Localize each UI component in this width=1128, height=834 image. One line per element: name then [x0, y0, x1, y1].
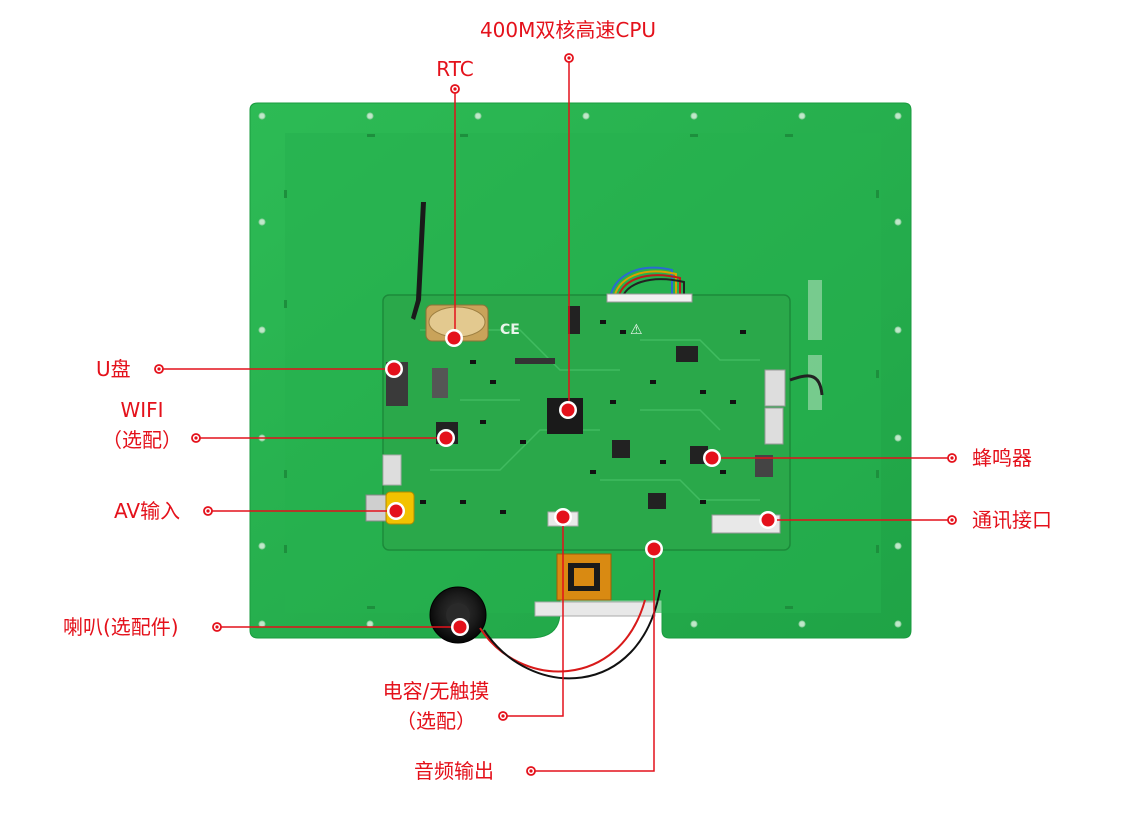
speaker-label-text: 喇叭(选配件)	[63, 615, 179, 639]
touch-label-line1: 电容/无触摸	[382, 679, 490, 703]
audio-label-text: 音频输出	[414, 759, 494, 783]
comm-label-text: 通讯接口	[972, 508, 1052, 532]
speaker-label: 喇叭(选配件)	[63, 614, 179, 640]
audio-target-dot	[645, 540, 663, 558]
av-target-dot	[387, 502, 405, 520]
rtc-battery	[425, 304, 489, 342]
main-controller-board: CE ⚠	[382, 294, 791, 551]
udisk-target-dot	[385, 360, 403, 378]
rtc-target-dot	[445, 329, 463, 347]
rtc-label-text: RTC	[436, 57, 474, 81]
wifi-label-line2: （选配）	[102, 428, 182, 452]
touch-label: 电容/无触摸 （选配）	[377, 678, 495, 734]
target-dots	[385, 329, 777, 636]
audio-label: 音频输出	[414, 758, 494, 784]
touch-label-line2: （选配）	[396, 709, 476, 733]
callout-lines	[159, 58, 952, 772]
buzzer-label-text: 蜂鸣器	[972, 446, 1032, 470]
label-markers	[154, 53, 957, 776]
rtc-label: RTC	[425, 56, 485, 82]
ce-mark: CE	[500, 322, 520, 338]
wifi-label-line1: WIFI	[120, 398, 164, 422]
udisk-label-text: U盘	[96, 357, 131, 381]
top-ribbon-cable	[606, 266, 824, 396]
comm-label: 通讯接口	[972, 507, 1052, 533]
wifi-label: WIFI （选配）	[96, 397, 188, 453]
wifi-antenna	[411, 202, 426, 320]
udisk-label: U盘	[96, 356, 131, 382]
cpu-label-text: 400M双核高速CPU	[479, 18, 657, 42]
av-label-text: AV输入	[114, 499, 181, 523]
touch-target-dot	[554, 508, 572, 526]
wifi-target-dot	[437, 429, 455, 447]
cpu-label: 400M双核高速CPU	[468, 17, 668, 43]
av-label: AV输入	[114, 498, 180, 524]
speaker-target-dot	[451, 618, 469, 636]
touch-flex-cable	[534, 553, 656, 617]
speaker-wires	[479, 589, 661, 680]
warning-mark: ⚠	[630, 322, 643, 338]
cpu-target-dot	[559, 401, 577, 419]
buzzer-target-dot	[703, 449, 721, 467]
speaker	[429, 586, 487, 644]
buzzer-label: 蜂鸣器	[972, 445, 1032, 471]
comm-target-dot	[759, 511, 777, 529]
